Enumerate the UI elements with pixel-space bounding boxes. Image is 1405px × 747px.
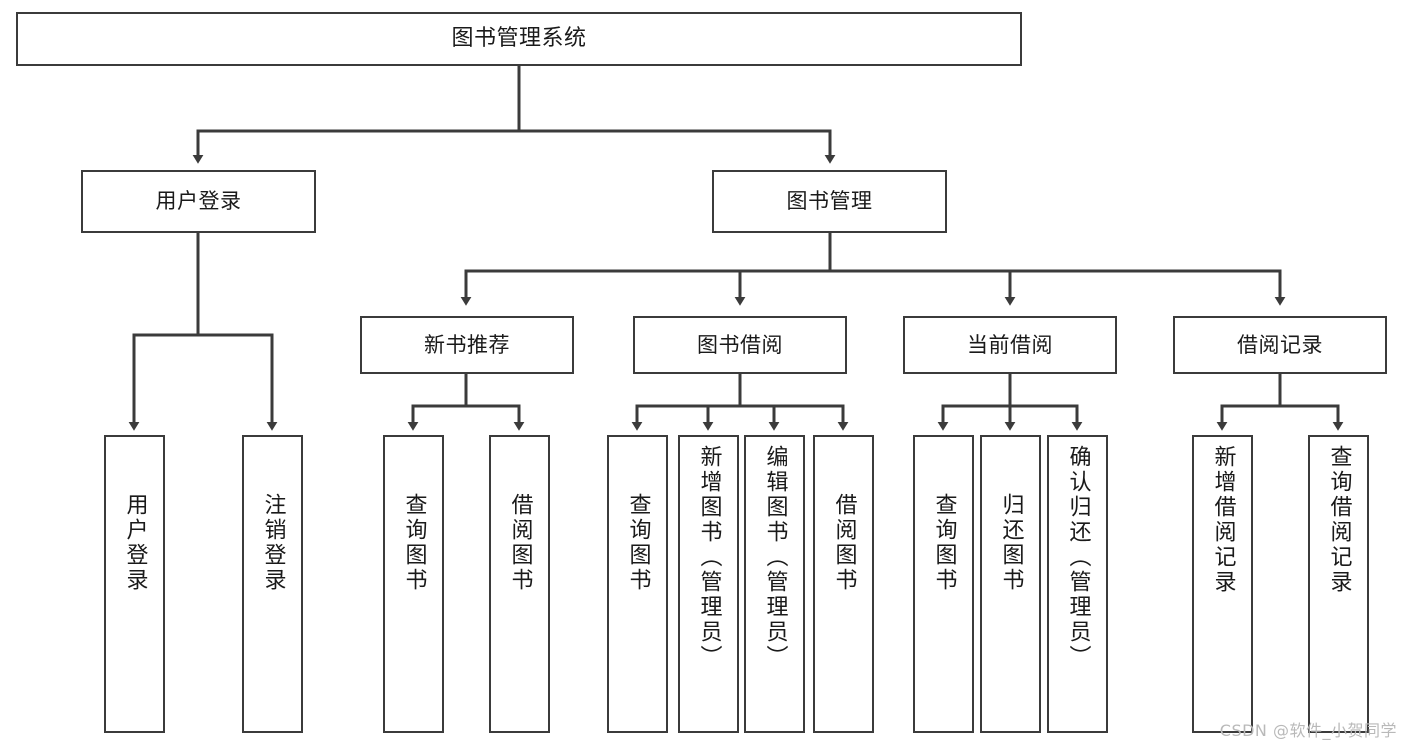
node-label: 图书借阅	[697, 332, 783, 357]
node-label: 查询图书	[401, 493, 427, 593]
node-leaf-edit-book[interactable]: 编辑图书（管理员）	[744, 435, 805, 733]
node-leaf-query-book-current[interactable]: 查询图书	[913, 435, 974, 733]
node-leaf-logout-login[interactable]: 注销登录	[242, 435, 303, 733]
node-label: 查询借阅记录	[1326, 445, 1352, 595]
node-label: 图书管理	[786, 189, 873, 214]
node-label: 借阅图书	[507, 493, 533, 593]
watermark-text: CSDN @软件_小贺同学	[1219, 721, 1397, 740]
node-label: 新增图书（管理员）	[696, 445, 722, 670]
node-leaf-add-borrow-record[interactable]: 新增借阅记录	[1192, 435, 1253, 733]
node-label: 归还图书	[998, 493, 1024, 593]
node-label: 查询图书	[625, 493, 651, 593]
node-label: 借阅图书	[831, 493, 857, 593]
node-label: 编辑图书（管理员）	[762, 445, 788, 670]
node-label: 借阅记录	[1237, 332, 1323, 357]
node-leaf-borrow-book[interactable]: 借阅图书	[813, 435, 874, 733]
node-label: 新增借阅记录	[1210, 445, 1236, 595]
node-label: 确认归还（管理员）	[1065, 445, 1091, 670]
node-new-book-recommend[interactable]: 新书推荐	[360, 316, 574, 374]
node-label: 查询图书	[931, 493, 957, 593]
node-label: 图书管理系统	[451, 26, 587, 52]
node-label: 新书推荐	[424, 332, 510, 357]
node-leaf-user-login[interactable]: 用户登录	[104, 435, 165, 733]
node-label: 当前借阅	[967, 332, 1053, 357]
node-label: 用户登录	[122, 493, 148, 593]
node-leaf-borrow-book-recommend[interactable]: 借阅图书	[489, 435, 550, 733]
node-borrow-record[interactable]: 借阅记录	[1173, 316, 1387, 374]
node-label: 用户登录	[155, 189, 242, 214]
node-current-borrow[interactable]: 当前借阅	[903, 316, 1117, 374]
node-leaf-add-book[interactable]: 新增图书（管理员）	[678, 435, 739, 733]
node-book-management[interactable]: 图书管理	[712, 170, 947, 233]
node-label: 注销登录	[260, 493, 286, 593]
node-leaf-query-book-recommend[interactable]: 查询图书	[383, 435, 444, 733]
node-leaf-query-book-borrow[interactable]: 查询图书	[607, 435, 668, 733]
node-leaf-return-book[interactable]: 归还图书	[980, 435, 1041, 733]
node-user-login[interactable]: 用户登录	[81, 170, 316, 233]
node-root-book-management-system[interactable]: 图书管理系统	[16, 12, 1022, 66]
node-leaf-query-borrow-record[interactable]: 查询借阅记录	[1308, 435, 1369, 733]
node-leaf-confirm-return[interactable]: 确认归还（管理员）	[1047, 435, 1108, 733]
node-book-borrow[interactable]: 图书借阅	[633, 316, 847, 374]
